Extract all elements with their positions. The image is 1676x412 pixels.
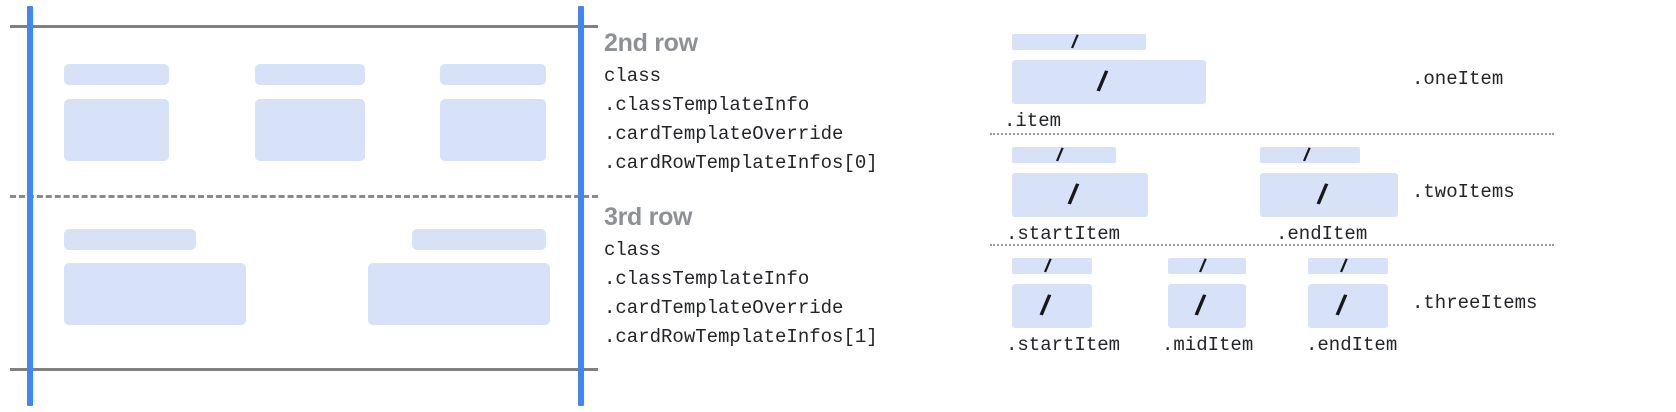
- item-label: .startItem: [1006, 223, 1121, 245]
- row-code-line: .cardTemplateOverride: [604, 297, 844, 319]
- bottom-boundary-line: [10, 368, 598, 371]
- variant-separator: [990, 133, 1554, 135]
- variant-label: .threeItems: [1412, 292, 1538, 314]
- card-top-bar: [1308, 258, 1388, 274]
- item-label: .endItem: [1276, 223, 1368, 245]
- card-rows-preview-panel: [0, 0, 598, 412]
- card-body: [1012, 173, 1148, 217]
- third-row-description: 3rd row class .classTemplateInfo .cardTe…: [604, 202, 878, 352]
- row-heading: 2nd row: [604, 29, 698, 57]
- variant-three-items: / / .startItem / / .midItem / / .endItem…: [988, 250, 1676, 358]
- second-row-description: 2nd row class .classTemplateInfo .cardTe…: [604, 28, 878, 178]
- row-code-line: .cardRowTemplateInfos[1]: [604, 326, 878, 348]
- item-label: .startItem: [1006, 334, 1121, 356]
- card-body: [1012, 60, 1206, 104]
- card-top-bar: [1260, 147, 1360, 163]
- row-descriptions-column: 2nd row class .classTemplateInfo .cardTe…: [604, 0, 984, 412]
- placeholder-label: [255, 64, 365, 85]
- row-code-line: class: [604, 65, 662, 87]
- row-divider-dashed-line: [10, 195, 598, 198]
- placeholder-value: [368, 263, 550, 325]
- item-label: .midItem: [1162, 334, 1254, 356]
- row-code-line: .cardTemplateOverride: [604, 123, 844, 145]
- card-body: [1308, 284, 1388, 328]
- row-code-line: .cardRowTemplateInfos[0]: [604, 152, 878, 174]
- variant-two-items: / / .startItem / / .endItem .twoItems: [988, 139, 1676, 245]
- item-label: .endItem: [1306, 334, 1398, 356]
- row-code-line: class: [604, 239, 662, 261]
- item-label: .item: [1004, 110, 1062, 132]
- card-top-bar: [1012, 258, 1092, 274]
- card-body: [1260, 173, 1398, 217]
- left-margin-guide: [27, 6, 33, 406]
- row-code-line: .classTemplateInfo: [604, 268, 810, 290]
- placeholder-value: [64, 99, 169, 161]
- card-top-bar: [1012, 34, 1146, 50]
- placeholder-label: [64, 64, 169, 85]
- variant-separator: [990, 244, 1554, 246]
- item-layout-variants-panel: / / .item .oneItem / / .startItem / / .e: [988, 0, 1676, 412]
- placeholder-value: [64, 263, 246, 325]
- variant-label: .twoItems: [1412, 181, 1515, 203]
- placeholder-value: [255, 99, 365, 161]
- right-margin-guide: [578, 6, 584, 406]
- card-top-bar: [1168, 258, 1246, 274]
- top-boundary-line: [10, 25, 598, 28]
- placeholder-label: [64, 229, 196, 250]
- card-body: [1168, 284, 1246, 328]
- placeholder-label: [412, 229, 546, 250]
- row-heading: 3rd row: [604, 203, 693, 231]
- variant-one-item: / / .item .oneItem: [988, 26, 1676, 132]
- card-body: [1012, 284, 1092, 328]
- row-code-line: .classTemplateInfo: [604, 94, 810, 116]
- variant-label: .oneItem: [1412, 68, 1504, 90]
- card-top-bar: [1012, 147, 1116, 163]
- placeholder-value: [440, 99, 546, 161]
- placeholder-label: [440, 64, 546, 85]
